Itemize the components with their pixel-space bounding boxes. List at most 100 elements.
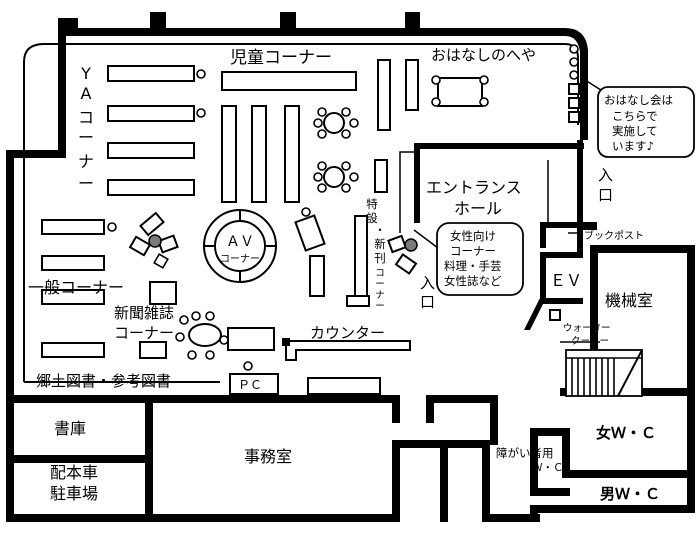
interior-walls — [6, 140, 695, 496]
label-entrance-mid-1: 入 — [420, 274, 435, 292]
label-pc: ＰＣ — [238, 378, 262, 392]
pc-desk — [229, 373, 279, 395]
av-side-shelves — [294, 207, 326, 297]
label-women-wc: 女Ｗ・Ｃ — [596, 424, 656, 442]
divider — [413, 229, 439, 249]
acc-wc-left — [530, 428, 538, 490]
bottom-wall-right — [482, 514, 540, 522]
ya-shelf-4 — [107, 179, 195, 196]
label-office: 事務室 — [244, 447, 292, 466]
special-shelf — [354, 215, 368, 297]
chair — [341, 161, 351, 171]
acc-wc-bottom — [530, 488, 570, 496]
label-entrance-hall-2: ホール — [454, 199, 502, 218]
shape — [282, 338, 290, 346]
label-av-2: コーナー — [220, 253, 260, 265]
story-callout-box — [597, 86, 695, 158]
children-shelf-v5 — [405, 59, 419, 111]
chair — [153, 253, 169, 269]
shelf — [568, 83, 580, 95]
shelf — [128, 235, 152, 257]
chair — [243, 361, 253, 371]
left-wall — [6, 150, 14, 520]
reading-cluster — [128, 211, 179, 269]
label-men-wc: 男Ｗ・Ｃ — [600, 485, 660, 503]
chair — [317, 161, 327, 171]
label-ya-1: Y — [80, 64, 91, 83]
bottom-wall-left — [6, 514, 156, 522]
chair — [349, 118, 359, 128]
chair — [317, 129, 327, 139]
general-area — [41, 211, 275, 360]
women-note-1: 女性向け — [450, 229, 496, 243]
chair — [313, 118, 323, 128]
shelf — [568, 97, 580, 109]
label-special-7: ー — [375, 279, 385, 290]
label-special-4: 新 — [374, 237, 386, 251]
acc-wc-top — [530, 428, 566, 436]
story-room — [431, 44, 580, 123]
label-story-room: おはなしのへや — [431, 46, 536, 64]
general-shelf-3 — [41, 289, 105, 305]
shelf — [387, 234, 407, 254]
special-shelf-area — [346, 151, 418, 307]
label-newspaper-2: コーナー — [114, 324, 174, 342]
counter-area — [229, 338, 411, 395]
chair — [219, 335, 229, 345]
hall-right-wall — [577, 140, 583, 253]
ev-diagonal — [524, 298, 546, 330]
label-accessible-2: Ｗ・Ｃ — [532, 462, 564, 474]
corridor-top-right — [448, 440, 490, 448]
label-counter: カウンター — [310, 324, 385, 342]
wc-bottom-wall — [530, 505, 695, 513]
children-shelf-v2 — [251, 105, 267, 203]
label-ya-6: ー — [78, 174, 94, 193]
machine-top-wall — [597, 245, 695, 253]
chair — [341, 129, 351, 139]
children-shelf-v4 — [377, 59, 391, 131]
chair — [179, 315, 189, 325]
children-shelf-v1 — [221, 105, 237, 203]
label-water-cooler-2: クーラー — [571, 336, 609, 347]
label-water-cooler-1: ウォーター — [563, 323, 611, 334]
label-special-9: ー — [375, 301, 385, 312]
chair — [431, 75, 441, 85]
label-av-1: ＡＶ — [226, 234, 254, 250]
women-note-2: コーナー — [450, 244, 496, 258]
corridor-top-left — [392, 440, 440, 448]
children-table-1 — [323, 112, 345, 134]
label-ev: ＥＶ — [550, 271, 582, 290]
office-stub — [392, 395, 400, 423]
hall-left-wall — [414, 143, 420, 223]
water-cooler-box — [549, 309, 561, 321]
women-callout-box — [436, 222, 524, 296]
newspaper-desk — [139, 341, 167, 359]
corridor-right-wall — [482, 440, 490, 522]
corridor-right-stub — [490, 395, 498, 445]
corridor-top — [426, 395, 498, 403]
story-note-3: 実施して — [612, 124, 658, 138]
shelf — [157, 234, 179, 254]
ya-shelf-3 — [107, 142, 195, 159]
bottom-wall-mid — [145, 514, 400, 522]
children-shelf-top — [221, 71, 357, 91]
label-special-6: コ — [375, 268, 385, 279]
ya-seat-1 — [196, 69, 206, 79]
label-newspaper-1: 新聞雑誌 — [114, 304, 174, 322]
chair — [301, 207, 311, 217]
chair — [205, 350, 215, 360]
machine-left-wall — [590, 245, 598, 395]
label-entrance-top-2: 口 — [598, 186, 613, 204]
label-parking-2: 駐車場 — [50, 484, 98, 503]
wc-bottom-post — [530, 505, 538, 522]
women-note-4: 女性誌など — [444, 274, 502, 288]
label-special-8: ナ — [375, 290, 385, 301]
chair — [479, 75, 489, 85]
label-machine-room: 機械室 — [605, 291, 653, 310]
label-ya-2: A — [81, 84, 92, 103]
left-wall-upper — [58, 18, 66, 158]
av-corner — [203, 209, 277, 283]
chair — [341, 107, 351, 117]
hall-top-wall — [414, 143, 584, 149]
